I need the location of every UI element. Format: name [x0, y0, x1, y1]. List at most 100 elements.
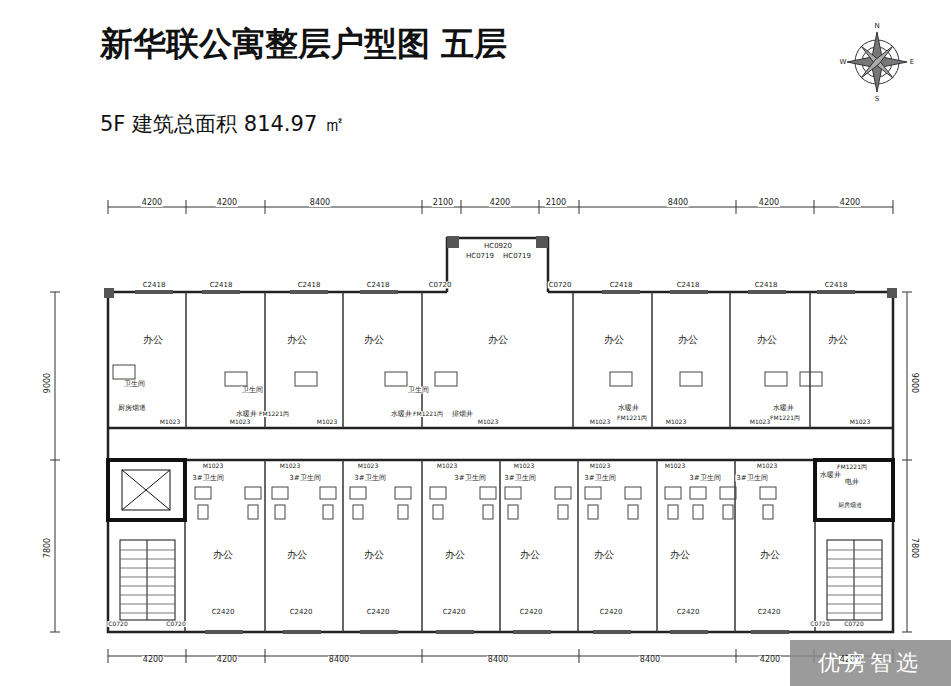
plan-label: E — [909, 59, 915, 66]
plan-label: FM1221丙 — [412, 411, 444, 417]
plan-label: 卫生间 — [407, 387, 430, 394]
plan-label: C0720 — [428, 282, 453, 289]
plan-label: 4200 — [839, 199, 861, 207]
plan-label: C2420 — [599, 609, 624, 616]
plan-label: 卫生间 — [241, 387, 264, 394]
plan-label: M1023 — [159, 419, 181, 425]
plan-label: 厨房烟道 — [837, 502, 863, 508]
plan-label: 3#卫生间 — [735, 475, 768, 482]
plan-label: 2100 — [432, 199, 454, 207]
plan-label: 电井 — [844, 479, 860, 486]
plan-label: 办公 — [286, 335, 308, 345]
plan-label: 办公 — [363, 550, 385, 560]
plan-label: M1023 — [202, 463, 224, 469]
plan-label: C0720 — [548, 282, 573, 289]
plan-label: 厨房烟道 — [117, 405, 147, 412]
plan-label: N — [873, 23, 880, 30]
plan-label: 办公 — [363, 335, 385, 345]
plan-label: 水暖井 — [819, 472, 842, 479]
plan-label: 办公 — [759, 550, 781, 560]
plan-label: 9000 — [44, 372, 52, 394]
plan-label: 办公 — [519, 550, 541, 560]
plan-label: HC0719 — [465, 253, 495, 260]
plan-label: C2418 — [676, 282, 701, 289]
plan-label: 办公 — [677, 335, 699, 345]
plan-label: HC0719 — [502, 253, 532, 260]
plan-label: C2418 — [824, 282, 849, 289]
plan-label: 4200 — [489, 199, 511, 207]
plan-label: M1023 — [664, 463, 686, 469]
plan-label: C0720 — [843, 621, 864, 627]
plan-label: 办公 — [827, 335, 849, 345]
plan-label: 3#卫生间 — [353, 475, 386, 482]
watermark: 优房智选 — [817, 652, 923, 674]
plan-label: 7800 — [910, 537, 918, 559]
plan-label: 4200 — [759, 656, 781, 664]
plan-label: C2418 — [209, 282, 234, 289]
plan-label: 办公 — [487, 335, 509, 345]
plan-label: C2420 — [289, 609, 314, 616]
plan-label: 3#卫生间 — [503, 475, 536, 482]
plan-label: S — [874, 96, 880, 103]
plan-label: C2420 — [676, 609, 701, 616]
plan-label: M1023 — [665, 419, 687, 425]
plan-label: 水暖井 — [235, 411, 258, 418]
plan-label: 排烟井 — [451, 411, 474, 418]
plan-label: M1023 — [756, 463, 778, 469]
area-caption: 5F 建筑总面积 814.97 ㎡ — [100, 110, 345, 138]
plan-label: 办公 — [212, 550, 234, 560]
plan-label: 3#卫生间 — [688, 475, 721, 482]
plan-label: C0720 — [165, 621, 186, 627]
plan-label: C2420 — [211, 609, 236, 616]
plan-label: C2418 — [142, 282, 167, 289]
plan-title: 新华联公寓整层户型图 五层 — [100, 22, 508, 67]
plan-label: 办公 — [444, 550, 466, 560]
plan-label: M1023 — [357, 463, 379, 469]
plan-label: M1023 — [477, 419, 499, 425]
plan-label: 8400 — [328, 656, 350, 664]
plan-label: 办公 — [756, 335, 778, 345]
plan-label: 9000 — [910, 372, 918, 394]
plan-label: 2100 — [545, 199, 567, 207]
plan-label: M1023 — [589, 419, 611, 425]
plan-label: M1023 — [436, 463, 458, 469]
plan-label: 4200 — [141, 199, 163, 207]
plan-label: FM1221丙 — [258, 411, 290, 417]
plan-label: 办公 — [286, 550, 308, 560]
plan-label: 4200 — [758, 199, 780, 207]
plan-label: C2418 — [754, 282, 779, 289]
plan-label: 8400 — [309, 199, 331, 207]
plan-label: 办公 — [593, 550, 615, 560]
plan-label: C2418 — [609, 282, 634, 289]
plan-label: 办公 — [603, 335, 625, 345]
plan-label: 8400 — [487, 656, 509, 664]
plan-label: 7800 — [44, 537, 52, 559]
plan-label: 卫生间 — [123, 381, 146, 388]
plan-label: 4200 — [216, 199, 238, 207]
plan-label: C0720 — [809, 621, 830, 627]
plan-label: 水暖井 — [772, 405, 795, 412]
plan-label: HC0920 — [483, 243, 513, 250]
plan-label: M1023 — [229, 419, 251, 425]
plan-label: 4200 — [216, 656, 238, 664]
plan-label: 办公 — [669, 550, 691, 560]
plan-label: C2420 — [519, 609, 544, 616]
plan-label: C2420 — [442, 609, 467, 616]
plan-label: FM1221丙 — [616, 415, 648, 421]
plan-label: FM1221丙 — [769, 415, 801, 421]
plan-label: C2420 — [757, 609, 782, 616]
plan-label: 4200 — [142, 656, 164, 664]
plan-label: 3#卫生间 — [191, 475, 224, 482]
plan-label: M1023 — [279, 463, 301, 469]
plan-label: C0720 — [107, 621, 128, 627]
plan-label: M1023 — [749, 419, 771, 425]
plan-label: 8400 — [667, 199, 689, 207]
plan-label: W — [839, 59, 848, 66]
plan-label: FM1221丙 — [836, 464, 868, 470]
plan-label: 办公 — [142, 335, 164, 345]
plan-label: M1023 — [513, 463, 535, 469]
plan-label: C2418 — [366, 282, 391, 289]
plan-label: 水暖井 — [390, 411, 413, 418]
plan-label: M1023 — [316, 419, 338, 425]
